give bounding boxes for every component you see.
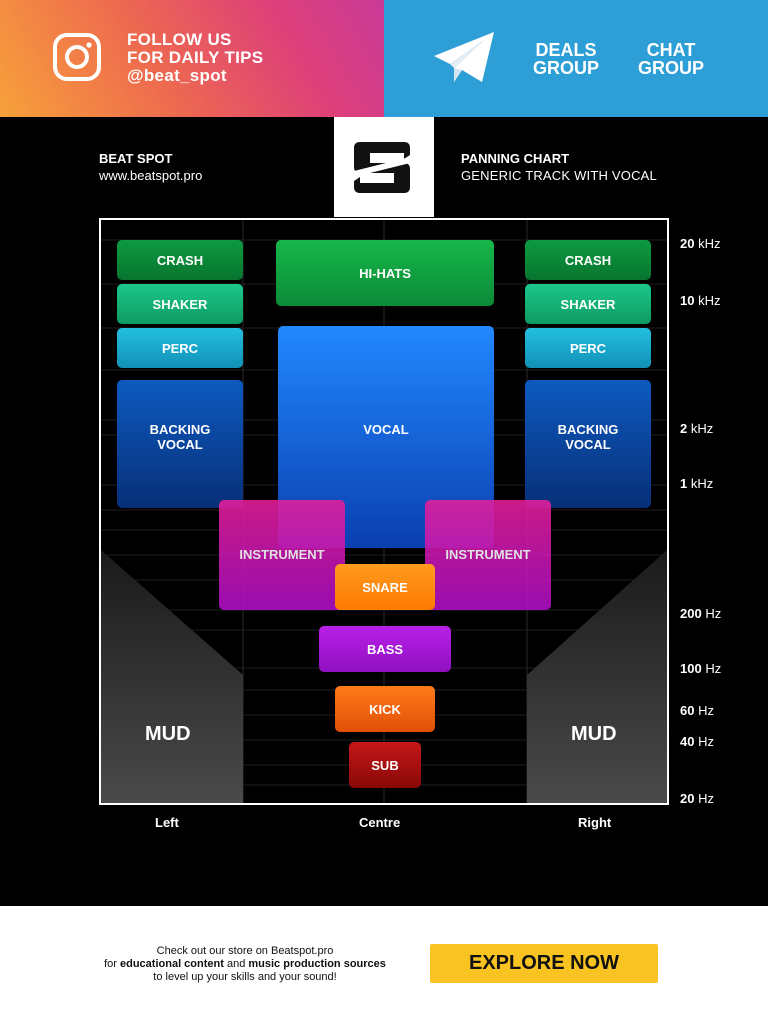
block-instrument: INSTRUMENT <box>219 500 345 610</box>
block-sub: SUB <box>349 742 421 788</box>
block-shaker: SHAKER <box>117 284 243 324</box>
freq-label: 1 kHz <box>680 476 714 491</box>
footer-line-1: Check out our store on Beatspot.pro <box>156 945 334 957</box>
explore-now-button[interactable]: EXPLORE NOW <box>430 944 658 983</box>
mud-label-right: MUD <box>571 723 617 745</box>
mud-zone-right <box>527 550 667 803</box>
footer-line-2-mid: and <box>223 958 249 970</box>
logo-s-icon <box>354 142 410 193</box>
block-crash: CRASH <box>117 240 243 280</box>
freq-label: 40 Hz <box>680 734 714 749</box>
telegram-icon <box>434 32 494 82</box>
freq-label: 20 Hz <box>680 791 714 806</box>
deals-line-2: GROUP <box>532 58 599 78</box>
chart-subtitle: GENERIC TRACK WITH VOCAL <box>461 168 657 183</box>
block-instrument: INSTRUMENT <box>425 500 551 610</box>
brand-site[interactable]: www.beatspot.pro <box>99 168 203 183</box>
brand-name: BEAT SPOT <box>99 151 173 166</box>
block-shaker: SHAKER <box>525 284 651 324</box>
pan-label-centre: Centre <box>359 815 401 830</box>
freq-label: 100 Hz <box>680 661 722 676</box>
footer-line-3: to level up your skills and your sound! <box>153 971 337 983</box>
chat-group-link[interactable]: CHAT GROUP <box>628 41 714 77</box>
pan-label-left: Left <box>155 815 179 830</box>
chart-title: PANNING CHART <box>461 151 570 166</box>
block-perc: PERC <box>117 328 243 368</box>
follow-text: FOLLOW US FOR DAILY TIPS @beat_spot <box>127 31 263 85</box>
instagram-handle[interactable]: @beat_spot <box>127 66 227 85</box>
instagram-banner[interactable] <box>0 0 384 117</box>
deals-group-link[interactable]: DEALS GROUP <box>522 41 610 77</box>
block-hi-hats: HI-HATS <box>276 240 494 306</box>
freq-label: 20 kHz <box>680 236 721 251</box>
block-kick: KICK <box>335 686 435 732</box>
mud-label-left: MUD <box>145 723 191 745</box>
beatspot-logo <box>334 117 434 217</box>
freq-label: 60 Hz <box>680 703 714 718</box>
follow-line-2: FOR DAILY TIPS <box>127 48 264 67</box>
footer-text: Check out our store on Beatspot.pro for … <box>90 945 400 984</box>
footer-bold-educational: educational content <box>120 958 224 970</box>
block-bass: BASS <box>319 626 451 672</box>
pan-label-right: Right <box>578 815 612 830</box>
freq-label: 10 kHz <box>680 293 721 308</box>
block-perc: PERC <box>525 328 651 368</box>
mud-zone-left <box>101 550 243 803</box>
footer-line-2-pre: for <box>104 958 120 970</box>
follow-line-1: FOLLOW US <box>127 30 232 49</box>
footer-line-2: for educational content and music produc… <box>90 958 400 971</box>
freq-label: 200 Hz <box>680 606 722 621</box>
instagram-icon[interactable] <box>52 32 102 82</box>
footer-bold-sources: music production sources <box>248 958 386 970</box>
chat-line-2: GROUP <box>637 58 704 78</box>
deals-line-1: DEALS <box>535 40 597 60</box>
block-crash: CRASH <box>525 240 651 280</box>
chat-line-1: CHAT <box>646 40 696 60</box>
freq-label: 2 kHz <box>680 421 714 436</box>
block-snare: SNARE <box>335 564 435 610</box>
